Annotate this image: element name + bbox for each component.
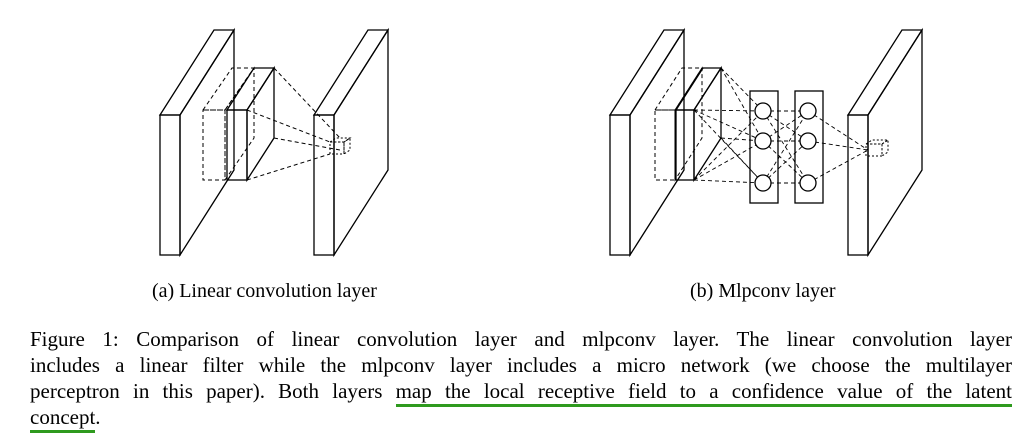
neuron [799,132,817,150]
caption-line-2: includes a linear filter while the mlpco… [30,353,1012,377]
caption-line-4-tail: . [95,405,101,429]
output-feature-map-a [312,27,390,258]
figure-caption: Figure 1: Comparison of linear convoluti… [30,326,1012,433]
mlp-neurons [754,102,817,192]
input-feature-map-a [158,27,236,258]
subfigure-caption-b: (b) Mlpconv layer [690,280,836,302]
neuron [799,102,817,120]
caption-line-3-plain: perceptron in this paper). Both layers [30,379,396,403]
output-unit-a [328,137,352,155]
mlp-layer-2-box [794,90,824,204]
subfigure-caption-a: (a) Linear convolution layer [152,280,377,302]
projection-lines-a [246,67,341,181]
mlp-connections [693,67,869,184]
mlp-layer-1-box [749,90,779,204]
receptive-field-b [654,66,703,182]
panel-a-linear-convolution [158,27,390,258]
highlighted-phrase-end: concept [30,405,96,433]
input-patch-b [674,65,723,183]
caption-line-4: concept. [30,404,1012,433]
caption-line-1: Figure 1: Comparison of linear convoluti… [30,327,1012,351]
neuron [754,132,772,150]
neuron [799,174,817,192]
panel-b-mlpconv [608,27,924,258]
highlighted-phrase: map the local receptive field to a confi… [395,379,1012,407]
output-unit-b [864,139,890,157]
output-feature-map-b [846,27,924,258]
input-feature-map-b [608,27,686,258]
caption-line-3: perceptron in this paper). Both layers m… [30,378,1012,407]
neuron [754,102,772,120]
neuron [754,174,772,192]
figure-diagram [158,27,924,258]
